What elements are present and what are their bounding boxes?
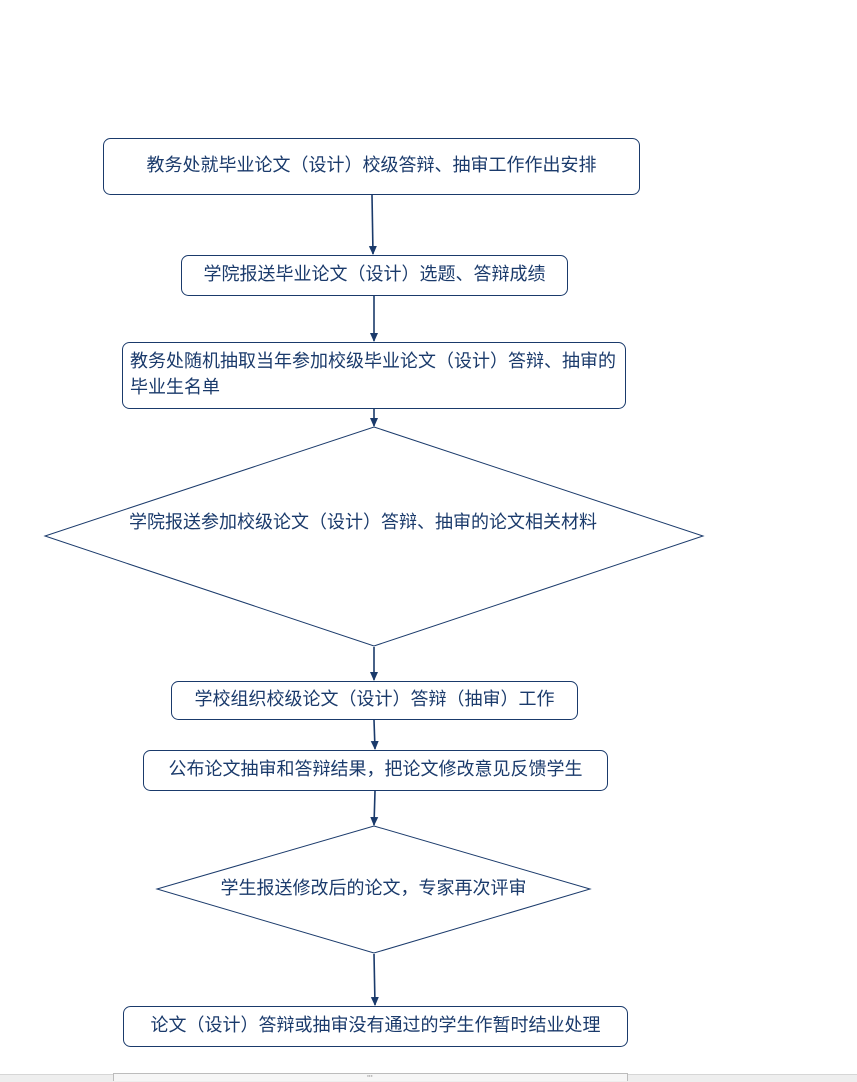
- step-6-box: [143, 750, 608, 791]
- scrollbar-thumb[interactable]: [113, 1073, 628, 1081]
- step-1-text: 教务处就毕业论文（设计）校级答辩、抽审工作作出安排: [146, 155, 597, 176]
- step-1-box: [103, 138, 640, 195]
- arrow-1-to-2: [368, 194, 377, 255]
- step-6-text: 公布论文抽审和答辩结果，把论文修改意见反馈学生: [168, 759, 583, 780]
- step-3-box: [122, 342, 626, 409]
- arrow-5-to-6: [370, 719, 379, 750]
- step-5-text: 学校组织校级论文（设计）答辩（抽审）工作: [194, 689, 555, 710]
- step-4-text: 学院报送参加校级论文（设计）答辩、抽审的论文相关材料: [129, 512, 597, 533]
- arrow-6-to-7: [370, 790, 379, 826]
- step-2-box: [181, 255, 568, 296]
- arrow-7-to-8: [370, 953, 379, 1006]
- step-4-diamond: [43, 426, 705, 647]
- step-5-box: [171, 681, 578, 720]
- step-2-text: 学院报送毕业论文（设计）选题、答辩成绩: [203, 264, 546, 285]
- step-8-text: 论文（设计）答辩或抽审没有通过的学生作暂时结业处理: [150, 1015, 601, 1036]
- step-7-text: 学生报送修改后的论文，专家再次评审: [220, 878, 527, 899]
- step-8-box: [123, 1006, 628, 1047]
- step-3-text: 教务处随机抽取当年参加校级毕业论文（设计）答辩、抽审的毕业生名单: [130, 351, 616, 398]
- step-7-diamond: [155, 825, 592, 954]
- scrollbar-grip-icon: ''': [367, 1074, 373, 1082]
